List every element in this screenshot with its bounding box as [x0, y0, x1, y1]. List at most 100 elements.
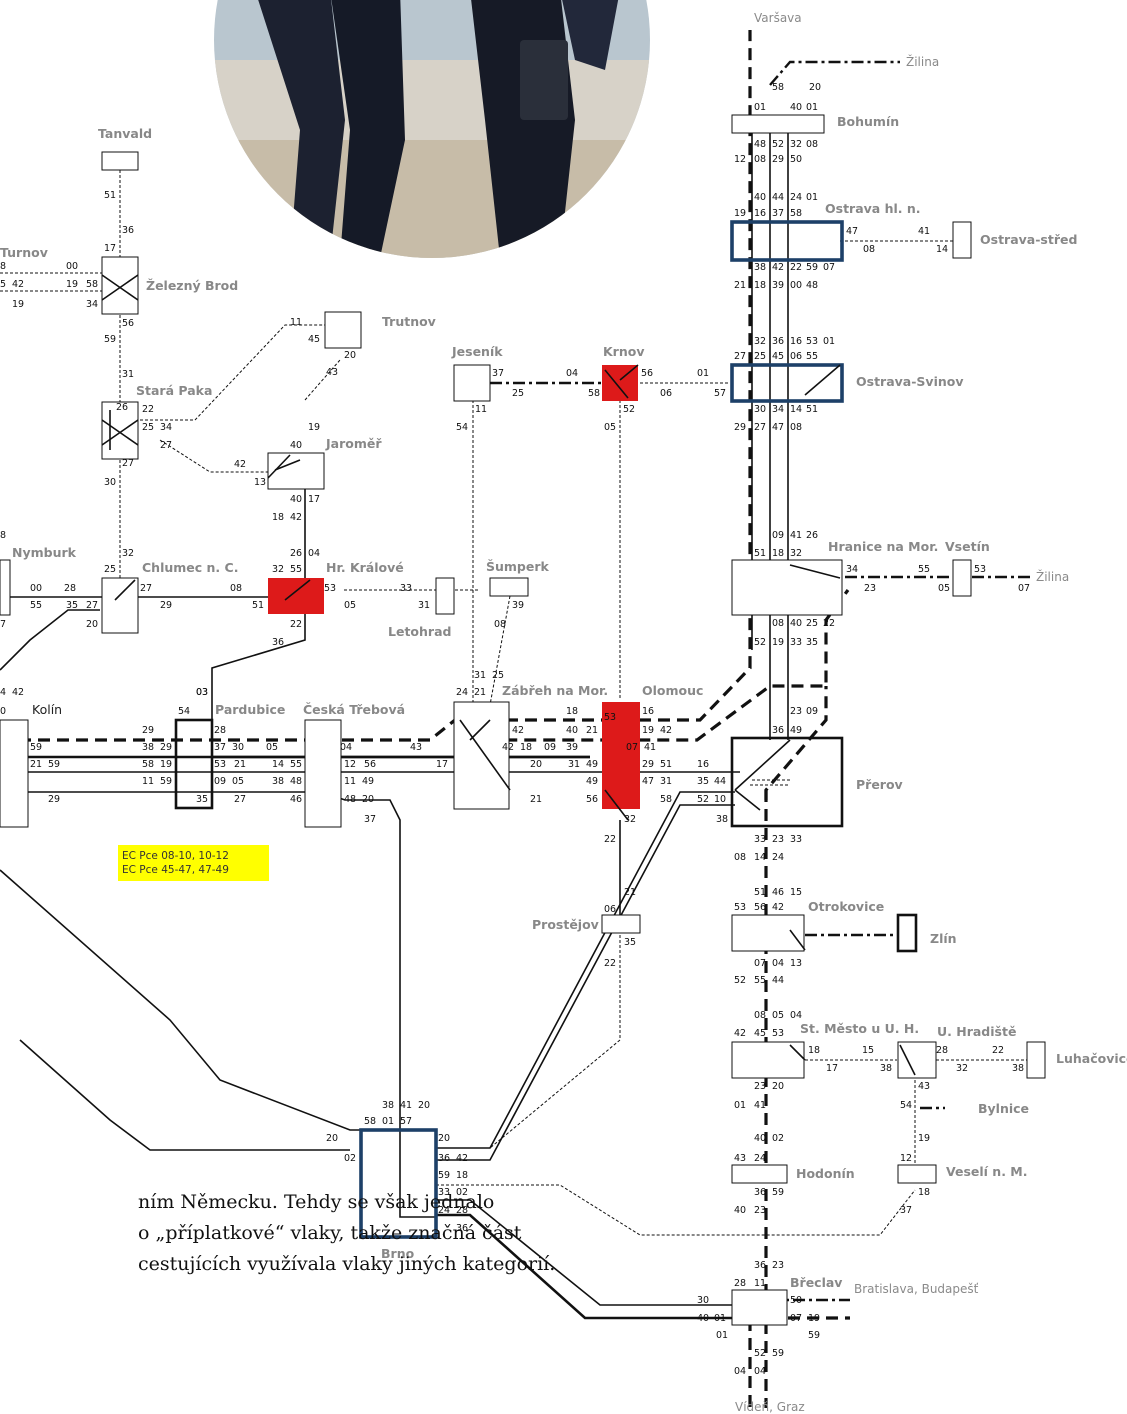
- departure-minute: 04: [308, 548, 320, 559]
- departure-minute: 25: [492, 670, 504, 681]
- station-hodonin: Hodonín: [796, 1166, 855, 1181]
- departure-minute: 03: [196, 687, 208, 698]
- departure-minute: 00: [30, 583, 42, 594]
- departure-minute: 55: [290, 759, 302, 770]
- departure-minute: 58: [142, 759, 154, 770]
- station-olomouc: Olomouc: [642, 683, 703, 698]
- departure-minute: 54: [178, 706, 190, 717]
- station-ceska-trebova: Česká Třebová: [303, 702, 405, 717]
- departure-minute: 53: [734, 902, 746, 913]
- departure-minute: 43: [918, 1081, 930, 1092]
- legend-note: EC Pce 08-10, 10-12 EC Pce 45-47, 47-49: [118, 845, 269, 881]
- departure-minute: 18: [456, 1170, 468, 1181]
- departure-minute: 29: [48, 794, 60, 805]
- departure-minute: 51: [252, 600, 264, 611]
- departure-minute: 8: [0, 261, 6, 272]
- departure-minute: 08: [772, 618, 784, 629]
- departure-minute: 23: [790, 706, 802, 717]
- departure-minute: 5: [0, 279, 6, 290]
- departure-minute: 20: [438, 1133, 450, 1144]
- departure-minute: 08: [754, 154, 766, 165]
- station-veseli: Veselí n. M.: [946, 1164, 1028, 1179]
- departure-minute: 42: [734, 1028, 746, 1039]
- departure-minute: 57: [400, 1116, 412, 1127]
- departure-minute: 01: [806, 102, 818, 113]
- station-zabreh: Zábřeh na Mor.: [502, 683, 608, 698]
- departure-minute: 50: [790, 1295, 802, 1306]
- departure-minute: 23: [864, 583, 876, 594]
- departure-minute: 51: [660, 759, 672, 770]
- departure-minute: 55: [806, 351, 818, 362]
- departure-minute: 36: [772, 725, 784, 736]
- departure-minute: 38: [272, 776, 284, 787]
- departure-minute: 50: [790, 154, 802, 165]
- departure-minute: 52: [754, 637, 766, 648]
- departure-minute: 21: [234, 759, 246, 770]
- departure-minute: 12: [734, 154, 746, 165]
- departure-minute: 28: [936, 1045, 948, 1056]
- departure-minute: 45: [308, 334, 320, 345]
- departure-minute: 38: [142, 742, 154, 753]
- departure-minute: 59: [772, 1348, 784, 1359]
- departure-minute: 01: [823, 336, 835, 347]
- departure-minute: 07: [1018, 583, 1030, 594]
- station-luhacovice: Luhačovice: [1056, 1051, 1127, 1066]
- departure-minute: 51: [104, 190, 116, 201]
- departure-minute: 54: [900, 1100, 912, 1111]
- departure-minute: 20: [326, 1133, 338, 1144]
- departure-minute: 02: [772, 1133, 784, 1144]
- departure-minute: 11: [754, 1278, 766, 1289]
- station-chlumec: Chlumec n. C.: [142, 560, 238, 575]
- departure-minute: 38: [716, 814, 728, 825]
- departure-minute: 42: [12, 687, 24, 698]
- departure-minute: 43: [410, 742, 422, 753]
- caption-line-1: ním Německu. Tehdy se však jednalo: [138, 1187, 598, 1218]
- departure-minute: 19: [160, 759, 172, 770]
- departure-minute: 22: [790, 262, 802, 273]
- departure-minute: 18: [520, 742, 532, 753]
- departure-minute: 53: [806, 336, 818, 347]
- departure-minute: 31: [568, 759, 580, 770]
- departure-minute: 19: [308, 422, 320, 433]
- departure-minute: 32: [790, 548, 802, 559]
- departure-minute: 14: [754, 852, 766, 863]
- departure-minute: 38: [382, 1100, 394, 1111]
- departure-minute: 27: [734, 351, 746, 362]
- departure-minute: 00: [790, 280, 802, 291]
- departure-minute: 38: [754, 262, 766, 273]
- destination-viden: Vídeň, Graz: [735, 1400, 805, 1414]
- departure-minute: 24: [456, 687, 468, 698]
- departure-minute: 52: [623, 404, 635, 415]
- departure-minute: 42: [290, 512, 302, 523]
- departure-minute: 40: [290, 440, 302, 451]
- station-ostrava-svinov: Ostrava-Svinov: [856, 374, 963, 389]
- departure-minute: 05: [344, 600, 356, 611]
- departure-minute: 10: [714, 794, 726, 805]
- departure-minute: 59: [806, 262, 818, 273]
- station-ostrava-stred: Ostrava-střed: [980, 232, 1077, 247]
- legend-line-1: EC Pce 08-10, 10-12: [122, 849, 269, 863]
- departure-minute: 05: [604, 422, 616, 433]
- departure-minute: 31: [474, 670, 486, 681]
- departure-minute: 56: [586, 794, 598, 805]
- departure-minute: 53: [772, 1028, 784, 1039]
- departure-minute: 18: [272, 512, 284, 523]
- departure-minute: 40: [790, 102, 802, 113]
- departure-minute: 08: [806, 139, 818, 150]
- departure-minute: 48: [290, 776, 302, 787]
- departure-minute: 53: [974, 564, 986, 575]
- departure-minute: 32: [790, 139, 802, 150]
- departure-minute: 15: [790, 887, 802, 898]
- departure-minute: 59: [160, 776, 172, 787]
- departure-minute: 35: [624, 937, 636, 948]
- departure-minute: 33: [400, 583, 412, 594]
- departure-minute: 36: [772, 336, 784, 347]
- departure-minute: 07: [790, 1313, 802, 1324]
- departure-minute: 42: [772, 262, 784, 273]
- departure-minute: 05: [232, 776, 244, 787]
- departure-minute: 20: [772, 1081, 784, 1092]
- departure-minute: 59: [772, 1187, 784, 1198]
- departure-minute: 41: [754, 1100, 766, 1111]
- departure-minute: 02: [344, 1153, 356, 1164]
- departure-minute: 52: [697, 794, 709, 805]
